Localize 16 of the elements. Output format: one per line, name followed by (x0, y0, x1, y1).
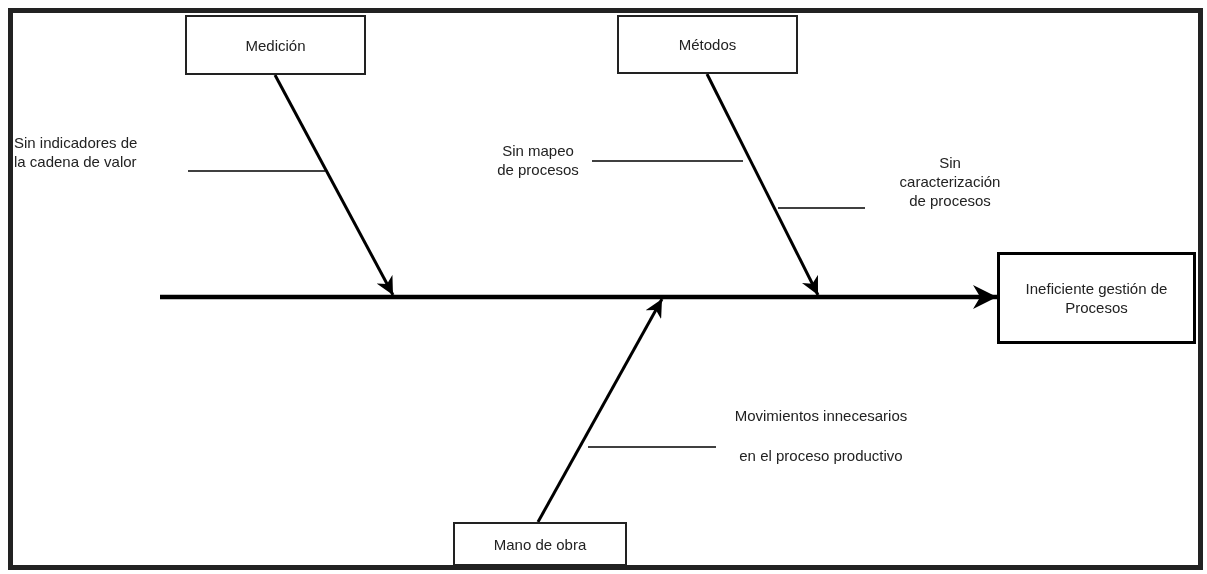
cause-text: Sin mapeo de procesos (492, 138, 592, 182)
category-box: Métodos (617, 15, 798, 74)
leader-line (187, 170, 326, 172)
category-box: Mano de obra (453, 522, 627, 566)
arrow (705, 73, 820, 296)
cause-text: Movimientos innecesarios en el proceso productivo (716, 400, 966, 472)
category-box: Medición (185, 15, 366, 75)
leader-line (777, 207, 866, 209)
arrow (273, 74, 395, 296)
cause-text: Sin caracterización de procesos (865, 150, 1025, 212)
cause-text: Sin indicadores de la cadena de valor (14, 126, 188, 178)
arrow (160, 285, 997, 309)
leader-line (587, 446, 717, 448)
arrow (536, 298, 664, 523)
leader-line (591, 160, 744, 162)
effect-box: Ineficiente gestión de Procesos (997, 252, 1196, 344)
